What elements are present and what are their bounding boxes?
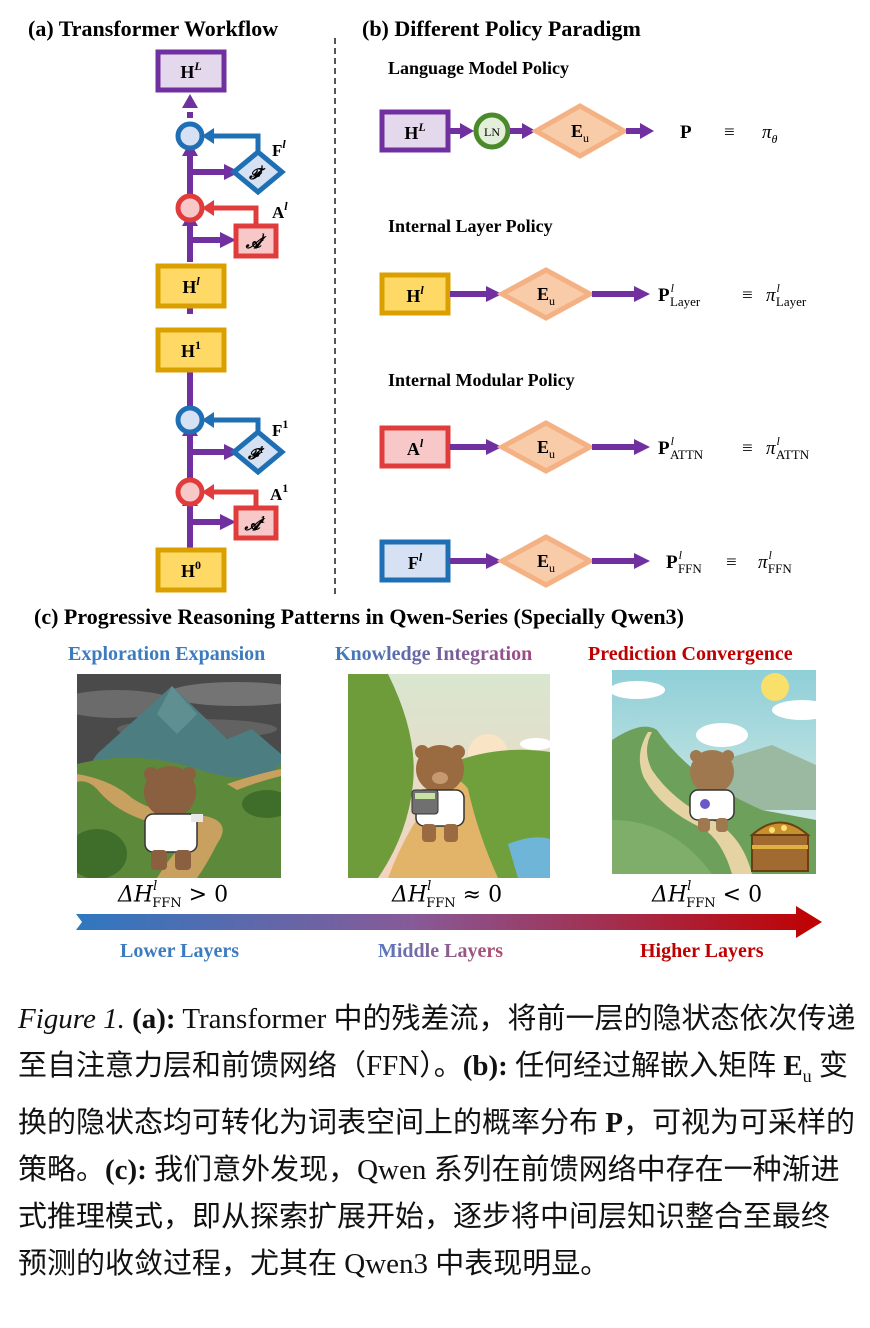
unembedding-diamond <box>496 267 596 321</box>
unembedding-matrix-symbol: E <box>783 1050 803 1082</box>
svg-text:Eu: Eu <box>537 284 555 308</box>
higher-layers-label: Higher Layers <box>640 940 764 962</box>
ffn-residual-add-node <box>175 121 205 151</box>
svg-text:≡: ≡ <box>742 285 753 306</box>
delta-entropy-higher: ΔHlFFN < 0 <box>652 879 763 911</box>
attn-l-box: 𝓐l <box>233 223 279 259</box>
prediction-convergence-image <box>612 670 816 874</box>
exploration-expansion-image <box>77 674 281 878</box>
svg-text:≡: ≡ <box>742 438 753 459</box>
svg-text:Eu: Eu <box>537 437 555 461</box>
attn-residual-add-node <box>175 193 205 223</box>
svg-text:Fl: Fl <box>408 550 423 573</box>
caption-b-label: (b): <box>462 1050 508 1082</box>
ffn-input-box <box>379 539 451 583</box>
hidden-state-final-box: HL <box>155 49 227 93</box>
transformer-workflow-diagram: HL 𝓕l Fl 𝓐l Al Hl H1 𝓕1 F1 𝓐1 A1 <box>155 49 288 593</box>
attn-l-output-label: Al <box>272 199 288 222</box>
lm-input-box <box>379 109 451 153</box>
hidden-final-label: HL <box>180 59 201 82</box>
caption-a-label: (a): <box>132 1003 176 1035</box>
svg-text:Hl: Hl <box>406 283 424 306</box>
hidden-state-1-box: H1 <box>155 327 227 373</box>
internal-modular-policy-title: Internal Modular Policy <box>388 370 575 390</box>
lm-output-label: P <box>680 122 692 143</box>
language-model-policy-title: Language Model Policy <box>388 58 569 78</box>
panel-c-title: (c) Progressive Reasoning Patterns in Qw… <box>34 604 684 629</box>
svg-text:H1: H1 <box>181 338 201 361</box>
caption-c-text: 我们意外发现，Qwen 系列在前馈网络中存在一种渐进式推理模式，即从探索扩展开始… <box>18 1153 840 1280</box>
stage-label-convergence: Prediction Convergence <box>588 643 793 665</box>
bear-back-figure <box>144 766 203 870</box>
bear-with-calculator-figure <box>411 745 465 842</box>
ffn-l-diamond: 𝓕l <box>230 148 286 196</box>
svg-text:H0: H0 <box>181 558 201 581</box>
ffn-1-residual-add-node <box>175 405 205 435</box>
hidden-state-l-box: Hl <box>155 263 227 309</box>
svg-text:HL: HL <box>404 120 425 143</box>
layer-progression-arrow <box>76 906 822 938</box>
figure-label: Figure 1. <box>18 1003 125 1035</box>
attn-1-box: 𝓐1 <box>233 505 279 541</box>
panel-b-title: (b) Different Policy Paradigm <box>362 16 641 41</box>
attn-input-box <box>379 425 451 469</box>
middle-layers-label: Middle Layers <box>378 940 503 962</box>
delta-entropy-middle: ΔHlFFN ≈ 0 <box>392 879 503 911</box>
unembedding-diamond <box>496 420 596 474</box>
layer-input-box <box>379 272 451 316</box>
lm-policy-row: HL LN Eu P ≡ πθ <box>379 103 778 159</box>
knowledge-integration-image <box>348 674 550 878</box>
delta-entropy-lower: ΔHlFFN > 0 <box>118 879 229 911</box>
ffn-l-output-label: Fl <box>272 137 286 160</box>
svg-text:Eu: Eu <box>571 121 589 145</box>
internal-layer-policy-title: Internal Layer Policy <box>388 216 553 236</box>
attn-1-residual-add-node <box>175 477 205 507</box>
panel-divider <box>334 38 336 594</box>
lower-layers-label: Lower Layers <box>120 940 240 962</box>
unembedding-diamond <box>496 534 596 588</box>
svg-text:Al: Al <box>407 436 424 459</box>
hidden-state-0-box: H0 <box>155 547 227 593</box>
ffn-1-diamond: 𝓕1 <box>230 428 286 476</box>
figure-caption: Figure 1. (a): Transformer 中的残差流，将前一层的隐状… <box>18 1003 856 1280</box>
ffn-1-output-label: F1 <box>272 417 288 440</box>
lm-policy-label: πθ <box>762 122 778 146</box>
svg-text:LN: LN <box>484 125 500 139</box>
treasure-chest-figure <box>749 821 811 872</box>
panel-a-title: (a) Transformer Workflow <box>28 16 279 41</box>
bear-walking-figure <box>689 750 735 832</box>
probability-symbol: P <box>605 1106 623 1139</box>
caption-c-label: (c): <box>105 1153 147 1186</box>
unembedding-diamond <box>530 103 630 159</box>
caption-a-text: Transformer 中的残差流，将前一层的隐状态依次传递至自注意力层和前馈网… <box>18 1003 856 1082</box>
svg-text:Hl: Hl <box>182 274 200 297</box>
svg-text:≡: ≡ <box>724 122 735 143</box>
layer-norm-node <box>473 112 511 150</box>
stage-label-exploration: Exploration Expansion <box>68 643 266 665</box>
stage-label-integration: Knowledge Integration <box>335 643 533 665</box>
attn-1-output-label: A1 <box>270 481 288 504</box>
svg-text:≡: ≡ <box>726 552 737 573</box>
svg-text:Eu: Eu <box>537 551 555 575</box>
